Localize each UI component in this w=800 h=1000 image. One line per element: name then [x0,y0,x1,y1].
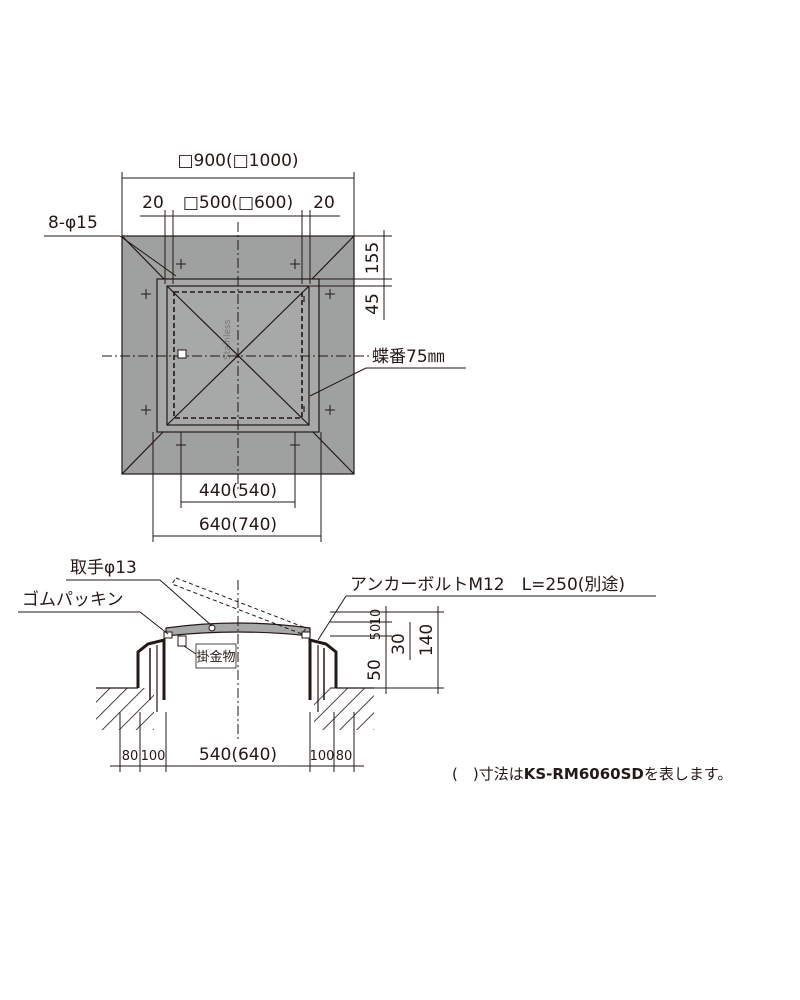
overall-dimension: □900(□1000) [121,151,355,236]
dim-540-label: 540(640) [199,745,277,765]
dim-30-label: 30 [389,633,409,655]
hole-callout-label: 8-φ15 [48,213,98,233]
gasket-callout-label: ゴムパッキン [22,589,124,610]
anchor-callout-label: アンカーボルトM12 L=250(別途) [350,575,625,595]
dim-10-label: 10 [369,609,384,626]
dim-100-left-label: 100 [141,749,166,764]
footnote: ( )寸法はKS-RM6060SDを表します。 [452,765,732,783]
right-offset-label: 20 [313,193,335,213]
plan-view: Stainless □900(□1000) [44,151,466,542]
anchor-callout: アンカーボルトM12 L=250(別途) [317,575,656,641]
section-bottom-dimensions: 80 100 540(640) 100 80 [110,712,364,772]
dim-45-label: 45 [363,293,383,315]
opening-dim-label: □500(□600) [183,193,293,213]
overall-dim-label: □900(□1000) [177,151,298,171]
dim-640-label: 640(740) [199,515,277,535]
handle-callout-label: 取手φ13 [70,558,137,578]
hole-callout: 8-φ15 [44,213,177,277]
gasket-callout: ゴムパッキン [18,589,169,635]
footnote-prefix: ( )寸法は [452,765,524,783]
hinge-callout: 蝶番75㎜ [309,347,466,397]
footnote-suffix: を表します。 [644,765,733,783]
hinge-callout-label: 蝶番75㎜ [372,347,445,367]
dim-80-right-label: 80 [336,749,353,764]
left-offset-label: 20 [142,193,164,213]
left-concrete [96,688,154,730]
footnote-model: KS-RM6060SD [524,765,644,783]
plate-text: Stainless [223,319,233,360]
right-vertical-dimensions: 155 45 [310,230,392,320]
right-concrete [314,688,374,730]
bottom-dimensions: 440(540) 640(740) [152,432,322,542]
dim-80-left-label: 80 [122,749,139,764]
hidden-frame [173,291,303,419]
dim-50a-label: 50 [369,624,384,641]
fitting-callout: 掛金物 [183,643,237,669]
handle-callout: 取手φ13 [66,558,213,627]
fitting-label: 掛金物 [196,649,235,665]
opening-dimension: 20 □500(□600) 20 [140,193,340,284]
section-view: 取手φ13 ゴムパッキン 掛金物 アンカーボルトM12 L=250(別途) [18,558,656,772]
dim-100-right-label: 100 [310,749,335,764]
dim-140-label: 140 [417,624,437,656]
lid-open-phantom [171,577,307,635]
dim-440-label: 440(540) [199,481,277,501]
handle-mark [177,349,187,359]
dim-50b-label: 50 [365,659,385,681]
right-frame-profile [308,638,338,700]
left-frame-profile [136,638,166,700]
section-vertical-dimensions: 10 50 30 140 50 [330,606,444,694]
dim-155-label: 155 [363,242,383,274]
